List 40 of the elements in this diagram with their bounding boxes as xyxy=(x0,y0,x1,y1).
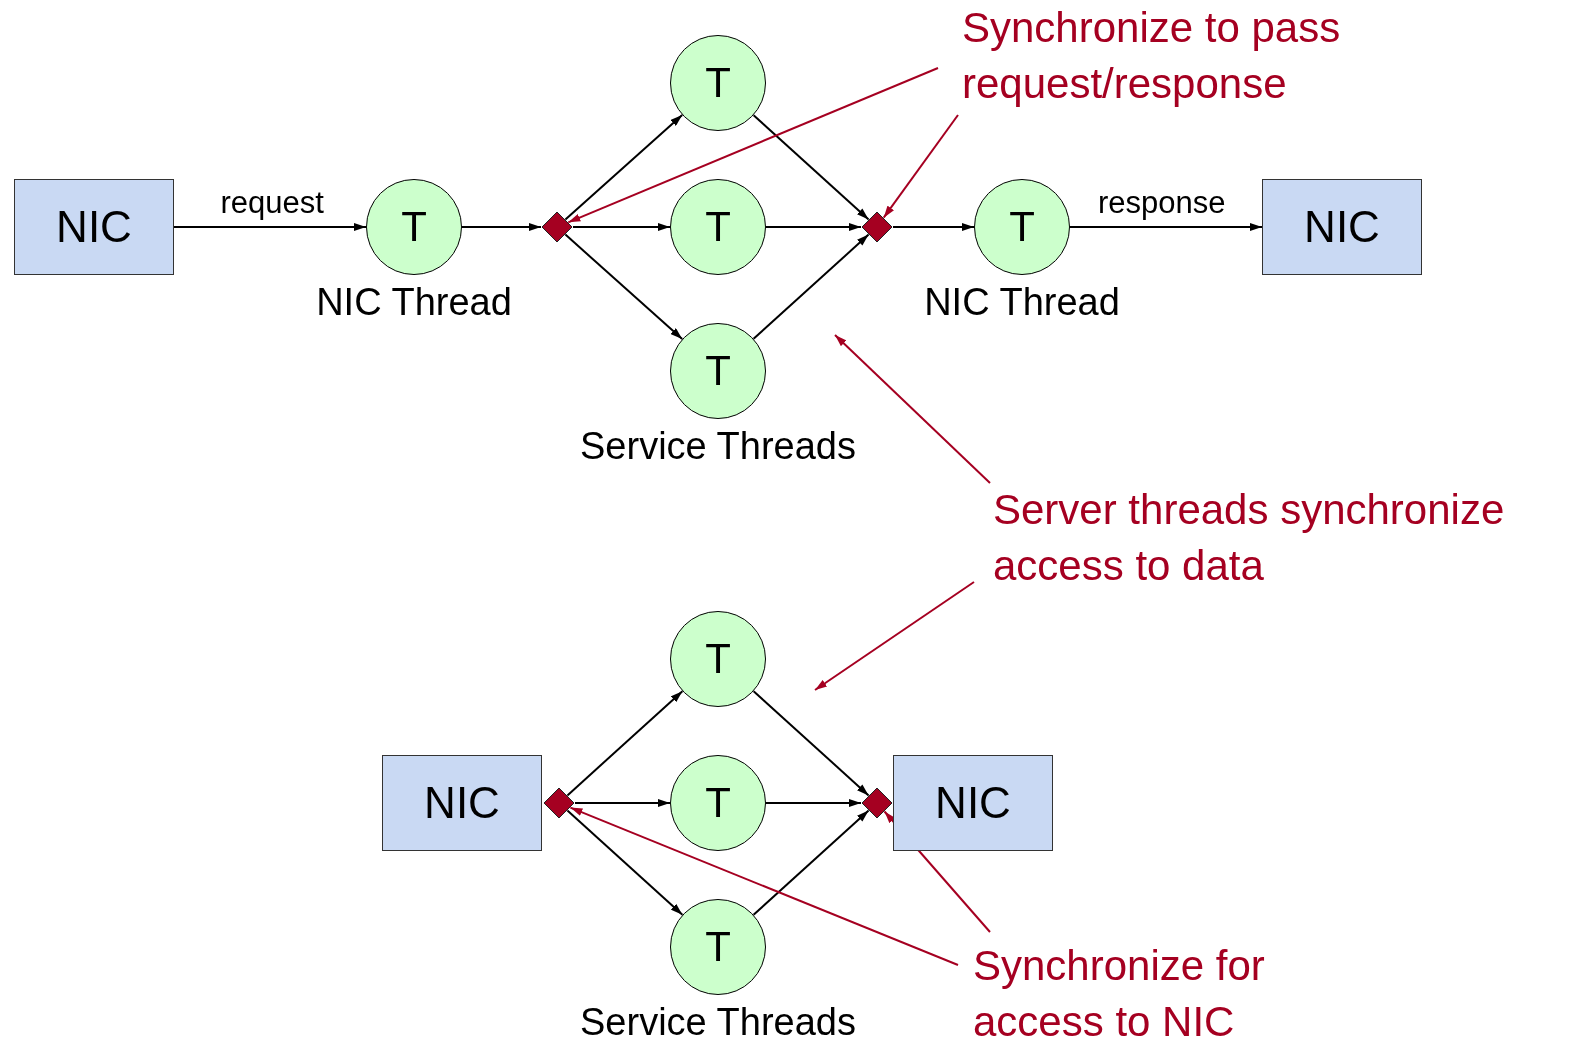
thread-circle: T xyxy=(366,179,462,275)
thread-circle: T xyxy=(670,611,766,707)
thread-circle: T xyxy=(670,323,766,419)
arrow xyxy=(574,799,671,807)
arrow xyxy=(572,223,671,231)
arrow xyxy=(564,114,684,221)
node-caption: Service Threads xyxy=(580,1001,856,1044)
nic-box: NIC xyxy=(1262,179,1422,275)
leader-arrow xyxy=(569,806,959,966)
arrow xyxy=(752,809,870,916)
arrow xyxy=(752,233,870,340)
annotation-text: Synchronize to pass request/response xyxy=(962,3,1342,109)
thread-circle: T xyxy=(670,899,766,995)
nic-box: NIC xyxy=(14,179,174,275)
node-caption: NIC Thread xyxy=(316,281,512,324)
arrow xyxy=(765,223,862,231)
leader-arrow xyxy=(814,581,975,691)
arrow xyxy=(566,690,684,797)
thread-circle: T xyxy=(670,755,766,851)
leader-arrow xyxy=(567,67,939,224)
arrow xyxy=(1069,223,1263,231)
thread-circle: T xyxy=(974,179,1070,275)
annotation-text: Server threads synchronize access to data xyxy=(993,485,1506,591)
arrow xyxy=(173,223,367,231)
thread-circle: T xyxy=(670,35,766,131)
nic-box: NIC xyxy=(893,755,1053,851)
leader-arrow xyxy=(882,114,959,219)
arrow xyxy=(765,799,862,807)
arrow xyxy=(566,809,684,916)
annotation-text: Synchronize for access to NIC xyxy=(973,941,1266,1047)
node-caption: NIC Thread xyxy=(924,281,1120,324)
arrow xyxy=(892,223,975,231)
arrow xyxy=(564,233,684,340)
leader-arrow xyxy=(834,334,991,484)
nic-box: NIC xyxy=(382,755,542,851)
arrow xyxy=(752,690,870,797)
arrow xyxy=(461,223,542,231)
arrow xyxy=(752,114,870,221)
node-caption: Service Threads xyxy=(580,425,856,468)
thread-circle: T xyxy=(670,179,766,275)
